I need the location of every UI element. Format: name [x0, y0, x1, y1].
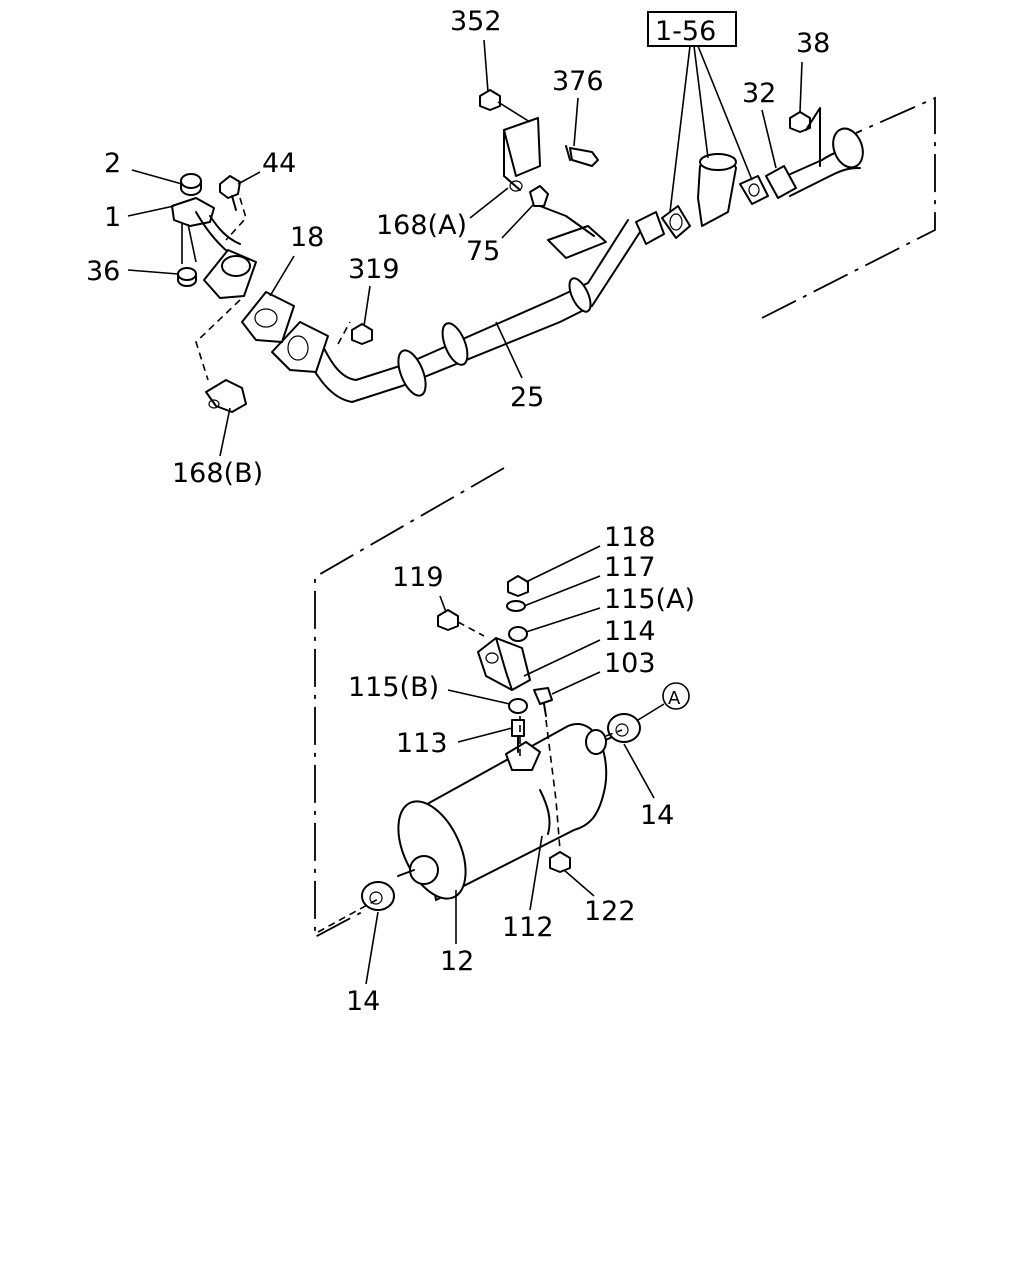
bracket-168a	[503, 117, 595, 237]
muffler-12	[397, 723, 615, 901]
label-115a: 115(A)	[604, 584, 695, 615]
label-44: 44	[262, 148, 296, 179]
gasket-18	[241, 291, 295, 343]
label-168a: 168(A)	[376, 210, 467, 241]
group-callout-box	[647, 11, 737, 47]
reference-circle-a	[662, 682, 690, 710]
label-18: 18	[290, 222, 324, 253]
rear-pipe-32	[765, 107, 864, 199]
label-115b: 115(B)	[348, 672, 439, 703]
label-14-front: 14	[346, 986, 380, 1017]
label-319: 319	[348, 254, 400, 285]
gasket-14-rear	[607, 713, 641, 743]
leader-lines	[127, 39, 803, 985]
label-119: 119	[392, 562, 444, 593]
label-25: 25	[510, 382, 544, 413]
label-38: 38	[796, 28, 830, 59]
part-labels: 352 376 1-56 38 32 2 44 1 36 18 168(A) 7…	[86, 6, 830, 1017]
label-1: 1	[104, 202, 121, 233]
label-103: 103	[604, 648, 656, 679]
hanger-hardware	[437, 575, 571, 873]
label-36: 36	[86, 256, 120, 287]
hanger-bracket-114	[477, 637, 531, 691]
label-32: 32	[742, 78, 776, 109]
label-114: 114	[604, 616, 656, 647]
label-75: 75	[466, 236, 500, 267]
upper-dashed-connectors	[195, 197, 351, 381]
label-352: 352	[450, 6, 502, 37]
label-14-rear: 14	[640, 800, 674, 831]
lower-dashed-connectors	[317, 621, 623, 933]
section-boundaries	[314, 96, 936, 939]
exhaust-manifold-flange	[171, 197, 257, 299]
label-122: 122	[584, 896, 636, 927]
label-12: 12	[440, 946, 474, 977]
front-exhaust-pipe	[271, 211, 665, 403]
assembly-1-56-parts	[661, 153, 769, 239]
nut-352-bolt-376	[479, 89, 599, 167]
nut-319	[351, 323, 373, 345]
label-117: 117	[604, 552, 656, 583]
label-112: 112	[502, 912, 554, 943]
gasket-14-front	[361, 881, 395, 911]
label-ref-a: A	[668, 688, 681, 709]
label-376: 376	[552, 66, 604, 97]
label-1-56: 1-56	[655, 16, 716, 47]
label-113: 113	[396, 728, 448, 759]
bracket-168b	[205, 379, 247, 413]
label-2: 2	[104, 148, 121, 179]
label-168b: 168(B)	[172, 458, 263, 489]
label-118: 118	[604, 522, 656, 553]
